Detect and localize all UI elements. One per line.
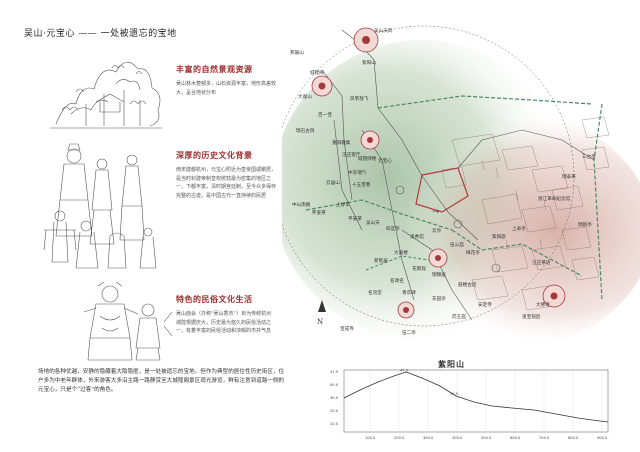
profile-x-tick: 400.0 — [452, 436, 463, 440]
map-label: 伍二亭 — [402, 329, 416, 336]
map-label: 伍公庙 — [450, 241, 464, 248]
map-labels: 吴山天风邦辰山城隍阁 紫阳山大观山 风筝放飞百一佳瑞石古洞重阳雅集汪庄客厅城隍牌楼元… — [290, 27, 596, 336]
peak-label: 47.9 — [400, 369, 409, 373]
landscape-sketch-trees — [50, 61, 162, 129]
map-label: 风筝放飞 — [350, 95, 369, 102]
profile-y-tick: 10.0 — [330, 422, 339, 426]
map-label: 云居山 — [326, 179, 340, 186]
site-markers — [311, 27, 566, 319]
profile-x-tick: 100.0 — [365, 436, 376, 440]
map-label: 大观楼 — [394, 249, 408, 256]
map-label: 瑞泰茶 — [562, 173, 576, 180]
map-label: 吴山天风 — [374, 27, 393, 34]
map-label: 浙江革命纪念馆 — [538, 195, 571, 202]
profile-x-tick: 800.0 — [568, 436, 579, 440]
folk-festival-sketch — [83, 282, 173, 361]
map-label: 宝成寺 — [340, 325, 354, 332]
profile-grid — [369, 370, 603, 432]
map-label: 四宜亭 — [386, 225, 400, 232]
map-label: 花雨观 — [412, 265, 426, 272]
map-label: 瑞鹤亭 — [578, 221, 592, 228]
point-label: 32.5 — [450, 392, 458, 396]
profile-x-tick: 600.0 — [510, 436, 521, 440]
map-label: 梅花亭 — [466, 249, 480, 256]
north-label: N — [317, 318, 323, 326]
profile-y-tick: 30.0 — [330, 396, 339, 400]
map-label: 名颂名 — [390, 277, 404, 284]
map-label: 药王庙 — [452, 313, 466, 320]
profile-y-tick: 47.9 — [330, 370, 339, 374]
road-north — [377, 95, 593, 109]
map-label: 中山南路 — [292, 201, 311, 208]
north-arrow — [318, 300, 326, 312]
map-label: 紫阳庭 — [492, 233, 506, 240]
profile-y-tick: 40.0 — [330, 383, 339, 387]
historical-figures-sketch — [43, 143, 157, 269]
section-body-nature: 吴山林木葱郁多，山石资源丰富，地形高差较大，呈台地状分布 — [176, 81, 277, 96]
map-label: 汪庄茶语 — [532, 259, 551, 266]
map-label: 上寿亭 — [512, 225, 526, 232]
map-label: 名流堂 — [368, 289, 382, 296]
section-heading-folk: 特色的民俗文化生活 — [176, 294, 253, 304]
page-title: 吴山·元宝心 —— 一处被遗忘的宝地 — [24, 29, 177, 39]
summary-paragraph: 场地的各种优越，安静的隐藏着大隐隐匿，是一处被遗忘的宝地。但作为典型的居住性历史… — [38, 369, 285, 393]
map-label: 瑞石古洞 — [296, 127, 315, 134]
map-label: 鼓楼古迹 — [458, 281, 477, 288]
map-label: 安定寺 — [478, 301, 492, 308]
map-label: 十五奎巷 — [352, 181, 371, 188]
map-label: 重阳雅集 — [332, 139, 351, 146]
site-map[interactable]: N → 吴山天风邦辰山城隍阁 紫阳山大观山 风筝放飞百一佳瑞石古洞重阳雅集汪庄客厅城… — [282, 0, 640, 345]
map-label: 邦辰山 — [290, 49, 304, 56]
map-label: 瑞锦居 — [432, 271, 446, 278]
map-label: 城隍牌楼 — [358, 155, 377, 162]
profile-y-tick: 20.0 — [330, 409, 339, 413]
map-label: 大佛寺 — [536, 301, 550, 308]
profile-y-ticks: 47.9 40.0 30.0 20.0 10.0 — [330, 370, 339, 426]
map-label: 青衣碑 — [402, 289, 416, 296]
map-label: 东园亭 — [432, 295, 446, 302]
elevation-profile: 47.9 32.5 100.0 200.0 300.0 400.0 500.0 600.0… — [330, 369, 609, 440]
map-label: 汪庄客厅 — [342, 151, 361, 158]
focus-area-outline[interactable] — [415, 167, 469, 213]
map-label: 三台亭 — [582, 153, 596, 160]
profile-x-ticks: 100.0 200.0 300.0 400.0 500.0 600.0 700.0 800.0… — [365, 436, 608, 440]
terrain-pink — [352, 110, 640, 345]
map-label: 吴山天 — [366, 219, 380, 226]
map-label: 百一佳 — [318, 111, 332, 118]
section-heading-history: 深厚的历史文化背景 — [176, 150, 253, 160]
road-southwest — [365, 255, 443, 271]
section-body-folk: 吴山庙会（亦称“吴山香市”）目为传统杭州城隍根据庆大，历史最为悠久的民俗活动之一… — [176, 311, 272, 334]
map-label: 大观山 — [298, 93, 312, 100]
map-label: 中东瑞气 — [348, 169, 367, 176]
map-label: 泽秀馆 — [410, 233, 424, 240]
profile-frame — [343, 369, 609, 433]
road-south — [451, 229, 583, 277]
profile-x-tick: 500.0 — [481, 436, 492, 440]
map-label: 城隍阁 — [310, 69, 324, 76]
map-label: 元宝心 — [378, 157, 392, 164]
profile-title: 紫阳山 — [438, 359, 465, 369]
map-label: 道宝观后 — [522, 313, 541, 320]
profile-x-tick: 700.0 — [539, 436, 550, 440]
road-zhongshan — [593, 103, 603, 301]
map-label: 平安茶 — [348, 215, 362, 222]
map-arrow-symbol: → — [432, 207, 440, 217]
map-label: 紫阳山 — [362, 59, 376, 66]
map-label: 上好年 — [336, 201, 350, 208]
section-heading-nature: 丰富的自然景观资源 — [176, 64, 253, 74]
profile-x-tick: 200.0 — [394, 436, 405, 440]
profile-line — [343, 371, 609, 423]
profile-x-tick: 300.0 — [423, 436, 434, 440]
radius-circle — [282, 25, 575, 327]
map-label: 云亭 — [432, 227, 442, 234]
section-body-history: 南宋建都杭州，元宝心附近为皇亲国戚聚居，是当时封建帝制皇权统辖最为密集的地区之一… — [176, 167, 277, 199]
profile-x-tick: 900.0 — [597, 436, 608, 440]
map-label: 新民居 — [374, 257, 388, 264]
map-label: 怀爱茶 — [312, 209, 326, 216]
road-west — [305, 199, 453, 231]
